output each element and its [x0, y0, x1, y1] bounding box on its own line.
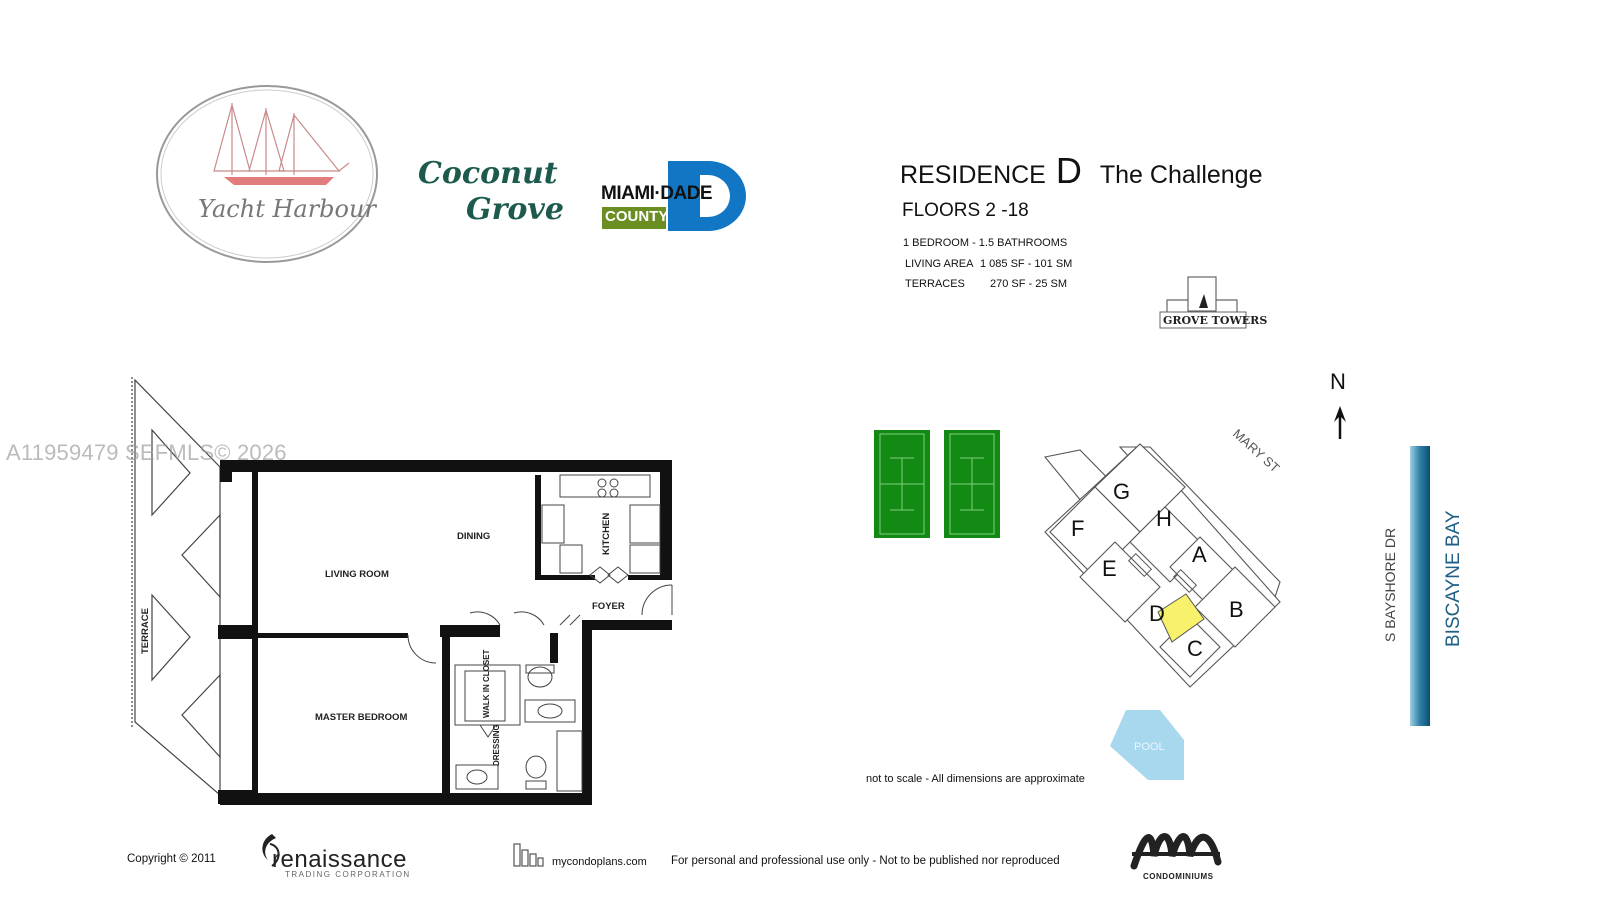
scale-note: not to scale - All dimensions are approx…	[866, 773, 1085, 785]
unit-d-highlight	[1157, 593, 1205, 643]
unit-f-label: F	[1071, 516, 1085, 541]
room-terrace-label: TERRACE	[140, 608, 151, 654]
north-arrow-icon	[1334, 406, 1346, 439]
tennis-court-2	[944, 430, 1000, 538]
grove-logo-text: Grove	[466, 192, 564, 227]
unit-g-label: G	[1113, 479, 1131, 504]
living-area-value: 1 085 SF - 101 SM	[980, 258, 1073, 270]
renaissance-sub-text: TRADING CORPORATION	[285, 870, 411, 879]
floors-label: FLOORS 2 -18	[902, 200, 1029, 221]
copyright-text: Copyright © 2011	[127, 853, 216, 865]
mls-watermark: A11959479 SEFMLS© 2026	[6, 440, 287, 465]
bed-bath-label: 1 BEDROOM - 1.5 BATHROOMS	[903, 237, 1068, 249]
terraces-label: TERRACES	[905, 278, 965, 290]
room-living-label: LIVING ROOM	[325, 569, 389, 580]
bayshore-dr-label: S BAYSHORE DR	[1382, 527, 1398, 642]
renaissance-logo-text: renaissance	[272, 846, 407, 873]
unit-c-label: C	[1187, 636, 1203, 661]
building-name: The Challenge	[1099, 161, 1263, 189]
room-kitchen-label: KITCHEN	[601, 512, 612, 555]
mycondoplans-text: mycondoplans.com	[552, 856, 647, 868]
room-dining-label: DINING	[457, 531, 491, 542]
renaissance-logo-mark	[262, 834, 280, 867]
biscayne-bay-label: BISCAYNE BAY	[1443, 510, 1464, 647]
unit-h-label: H	[1156, 506, 1172, 531]
residence-letter: D	[1055, 150, 1082, 191]
yacht-harbour-text: Yacht Harbour	[198, 195, 376, 223]
miami-dade-text: MIAMI·DADE	[601, 183, 713, 204]
building-site-plan	[1043, 443, 1281, 688]
unit-a-label: A	[1192, 542, 1207, 567]
county-text: COUNTY	[605, 208, 669, 225]
disclaimer-text: For personal and professional use only -…	[671, 855, 1060, 867]
residence-word: RESIDENCE	[900, 161, 1046, 189]
unit-e-label: E	[1102, 556, 1117, 581]
pool-shape	[1110, 710, 1184, 780]
north-label: N	[1330, 369, 1346, 394]
residence-heading: RESIDENCE D The Challenge	[900, 150, 1263, 192]
tennis-courts	[874, 430, 1000, 538]
coconut-logo-text: Coconut	[418, 156, 558, 191]
room-dressing-label: DRESSING	[492, 724, 501, 766]
room-foyer-label: FOYER	[592, 601, 625, 612]
biscayne-bay-strip	[1410, 446, 1430, 726]
unit-b-label: B	[1229, 597, 1244, 622]
room-master-bedroom-label: MASTER BEDROOM	[315, 712, 408, 723]
mutiny-logo-mark	[1130, 833, 1222, 870]
terraces-value: 270 SF - 25 SM	[990, 278, 1068, 290]
mutiny-condominiums-text: CONDOMINIUMS	[1143, 872, 1214, 881]
yacht-harbour-logo	[156, 85, 378, 263]
grove-towers-logo	[1159, 276, 1247, 329]
mycondoplans-logo-icon	[513, 843, 544, 867]
miami-dade-logo-mark	[602, 161, 746, 231]
living-area-label: LIVING AREA	[905, 258, 974, 270]
room-walk-in-closet-label: WALK IN CLOSET	[482, 649, 491, 718]
unit-d-label: D	[1149, 601, 1165, 626]
floor-plan	[131, 377, 673, 805]
pool-label: POOL	[1134, 741, 1165, 753]
tennis-court-1	[874, 430, 930, 538]
grove-towers-text: GROVE TOWERS	[1163, 314, 1268, 327]
